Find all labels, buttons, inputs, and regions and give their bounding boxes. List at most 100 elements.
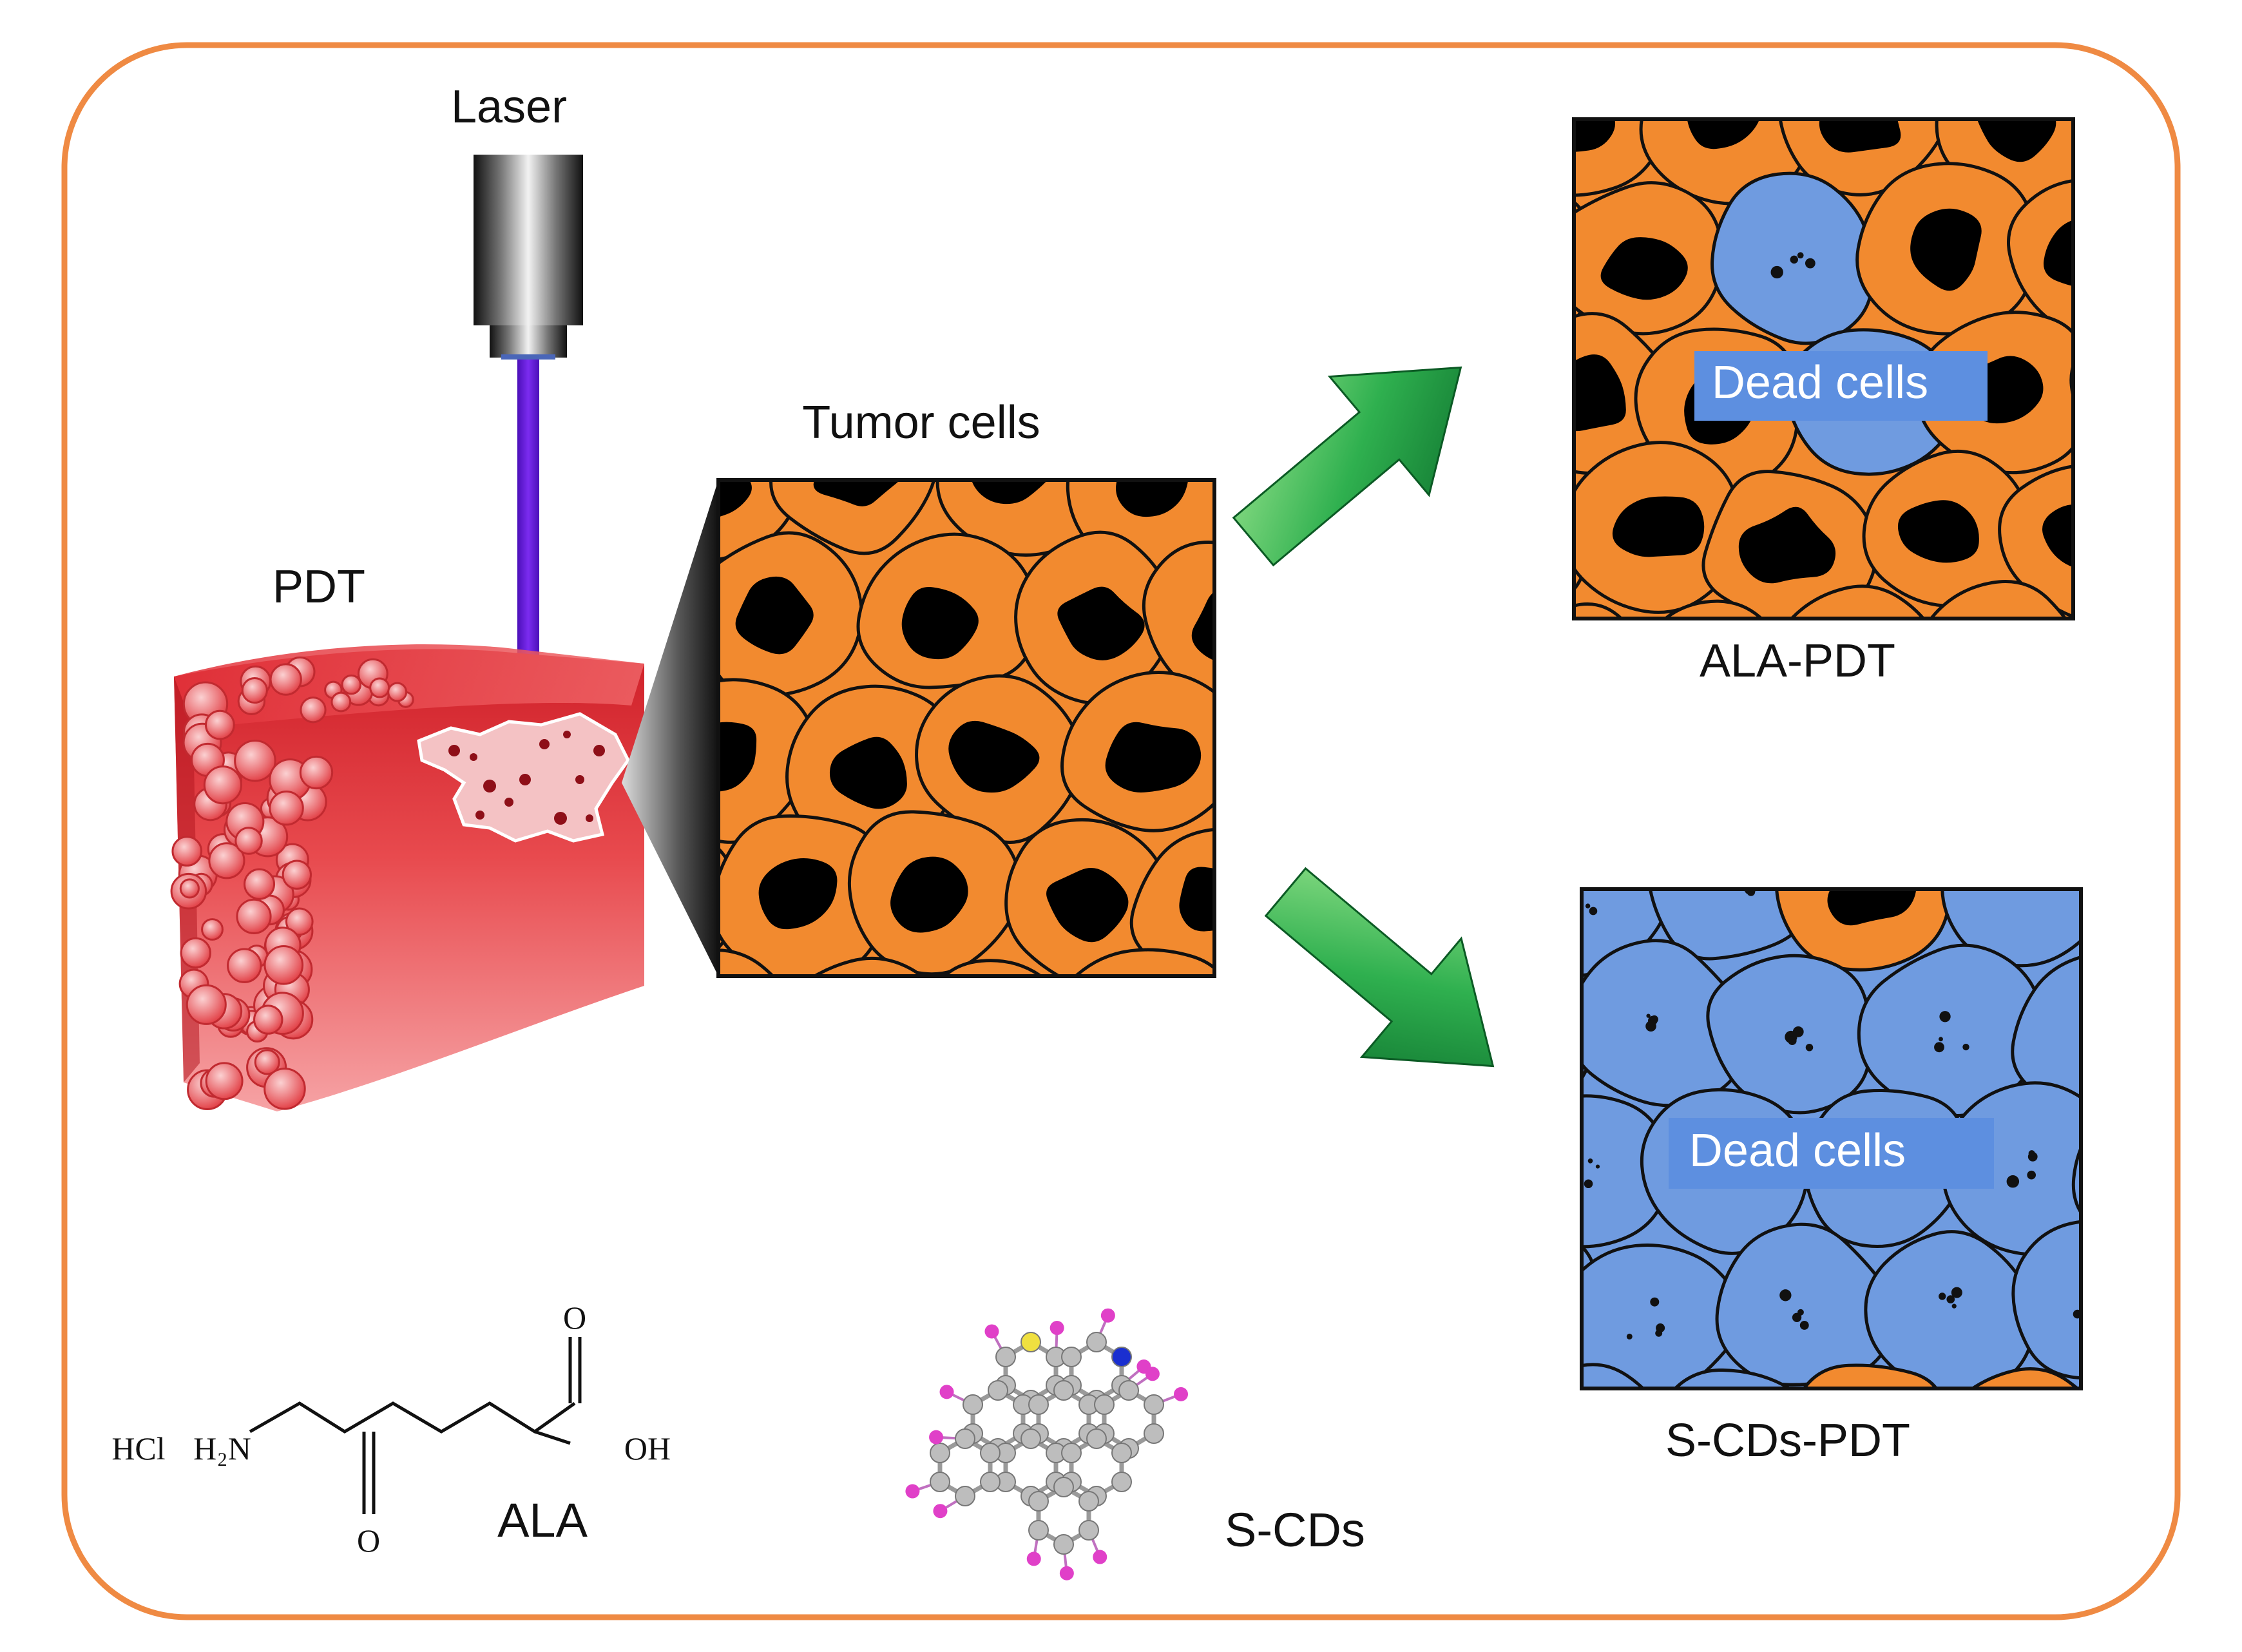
tissue-bubble [236, 898, 272, 934]
nucleus [735, 576, 814, 655]
carbon-atom [930, 1472, 950, 1492]
nucleus-fragment [2228, 1305, 2237, 1314]
lesion-spots [448, 731, 605, 825]
hydrogen-atom [984, 1324, 999, 1339]
carbon-atom [955, 1428, 975, 1449]
carbon-atom [1111, 1472, 1132, 1492]
carbon-atom [1053, 1477, 1074, 1497]
live-cell [811, 956, 925, 976]
nucleus [1046, 867, 1129, 943]
live-cell [1929, 580, 2067, 619]
ala-hydroxyl: OH [624, 1430, 671, 1466]
nucleus-fragment [1805, 1043, 1814, 1052]
acid-bond [533, 1401, 576, 1434]
tissue-bubble [234, 739, 276, 782]
ala-pdt-label: ALA-PDT [1700, 635, 1895, 687]
hydrogen-atom [1026, 1551, 1041, 1566]
tissue-bubble [227, 948, 262, 983]
hydrogen-atom [905, 1484, 920, 1499]
dead-cells-label-bottom: Dead cells [1689, 1125, 1906, 1177]
carbon-atom [1078, 1491, 1099, 1512]
tissue-bubble [341, 674, 362, 695]
scds-pdt-label: S-CDs-PDT [1665, 1415, 1910, 1466]
nucleus [1897, 500, 1979, 563]
carbon-atom [1111, 1443, 1132, 1463]
nucleus-fragment [1589, 907, 1598, 916]
nucleus [718, 480, 752, 517]
live-cell [1998, 465, 2073, 619]
carbon-atom [1053, 1534, 1074, 1555]
nucleus-fragment [1951, 1287, 1962, 1298]
live-cell [718, 948, 775, 976]
carbon-atom [1078, 1520, 1099, 1541]
tissue-bubble [186, 984, 227, 1025]
nucleus [829, 736, 907, 809]
live-cell [769, 480, 936, 555]
nucleus [1819, 119, 1901, 153]
carbon-atom [1028, 1520, 1049, 1541]
tissue-bubble [387, 682, 408, 702]
live-cell [1574, 602, 1624, 619]
tissue-bubbles [170, 656, 414, 1110]
nucleus [890, 856, 968, 933]
nucleus [2183, 0, 2242, 12]
nucleus-fragment [1587, 1158, 1593, 1164]
live-cell [2140, 0, 2242, 50]
nucleus-fragment [1645, 1021, 1656, 1032]
hydrogen-atom [1145, 1367, 1160, 1381]
nucleus-fragment [1646, 1013, 1651, 1018]
tissue-bubble [369, 677, 390, 698]
nucleus [2182, 229, 2242, 300]
carbon-atom [1086, 1332, 1107, 1352]
tissue-bubble [253, 1004, 283, 1035]
nucleus [1905, 0, 1998, 28]
zoom-cone [622, 480, 718, 976]
live-cell [942, 959, 1044, 976]
tissue-bubble [254, 1049, 280, 1075]
nucleus [1910, 208, 1982, 291]
tissue-bubble [282, 860, 312, 890]
nucleus [1191, 591, 1214, 661]
tissue-bubble [269, 663, 302, 696]
nucleus [1057, 586, 1145, 660]
carbon-atom [1053, 1380, 1074, 1401]
hydrogen-atom [1174, 1387, 1189, 1401]
pdt-label: PDT [273, 561, 365, 613]
carbon-atom [1118, 1380, 1139, 1401]
nucleus [718, 722, 757, 792]
carbon-atom [1094, 1394, 1115, 1415]
dead-cell [1582, 939, 1752, 1108]
nucleus-fragment [1946, 1295, 1955, 1303]
live-cell [1073, 948, 1214, 976]
tissue-bubble [179, 878, 200, 899]
nucleus [1756, 0, 1844, 23]
ala-oxygen-bottom: O [357, 1522, 380, 1559]
carbon-atom [980, 1443, 1001, 1463]
nucleus-fragment [1584, 1179, 1593, 1189]
nucleus-fragment [1805, 258, 1816, 269]
nucleus [901, 587, 979, 660]
nucleus-fragment [1962, 1043, 1969, 1051]
tissue-bubble [244, 868, 276, 900]
dead-cell [1582, 1363, 1645, 1388]
tissue-block [170, 644, 644, 1111]
tumor-cells-panel [716, 478, 1216, 978]
dead-cell [2011, 1220, 2081, 1380]
tissue-bubble [241, 677, 268, 704]
nucleus-fragment [1788, 1036, 1797, 1045]
live-cell [1142, 541, 1214, 701]
nucleus [2042, 504, 2073, 568]
live-cell [1802, 1363, 1939, 1388]
dead-cell [2011, 955, 2081, 1114]
nucleus [758, 858, 838, 930]
ala-pdt-panel: Dead cells [1572, 0, 2242, 620]
nucleus-fragment [1770, 265, 1783, 279]
tissue-bubble [299, 755, 334, 790]
sulfur-atom [1020, 1332, 1041, 1352]
nucleus [1609, 0, 1692, 7]
live-cell [2007, 178, 2073, 336]
nucleus [1827, 889, 1917, 926]
tissue-bubble [203, 765, 242, 805]
nucleus-fragment [1656, 1323, 1665, 1333]
nucleus-fragment [2238, 1026, 2242, 1030]
